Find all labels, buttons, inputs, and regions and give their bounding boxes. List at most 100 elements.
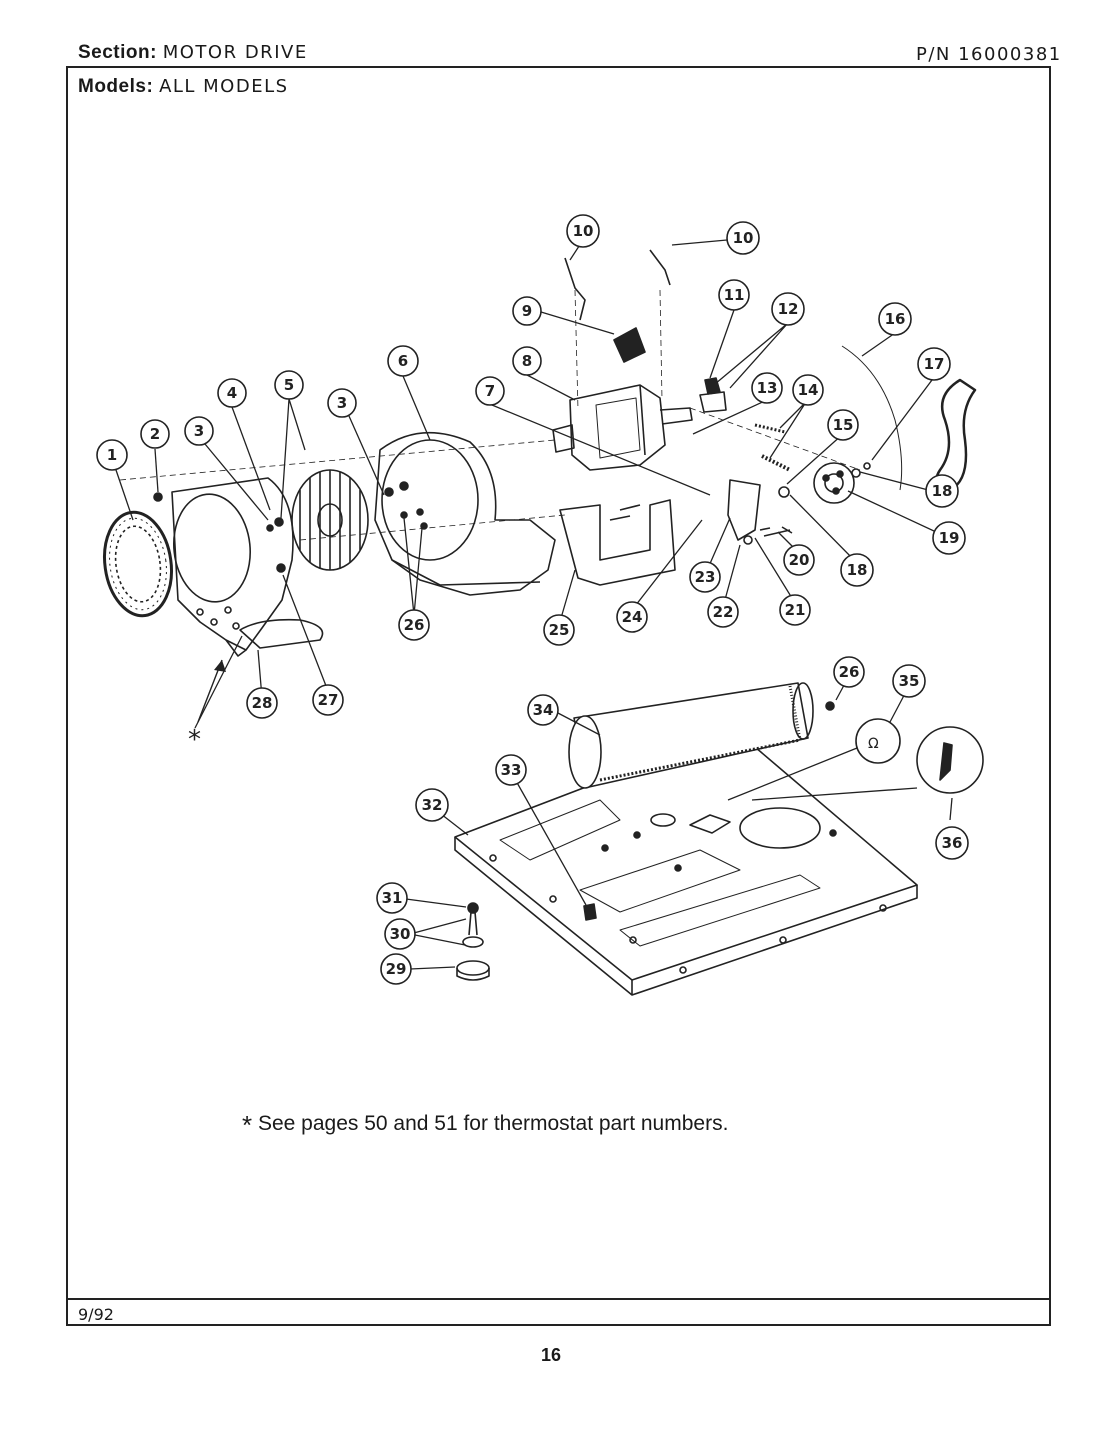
callout-13: 13 [751,372,783,404]
svg-text:11: 11 [724,286,745,304]
svg-text:8: 8 [522,352,532,370]
svg-text:20: 20 [789,551,810,569]
models-value: ALL MODELS [159,76,289,97]
blower-wheel [291,469,369,571]
heater-screw [825,701,835,711]
callout-16: 16 [878,302,912,336]
callout-23: 23 [689,561,721,593]
svg-text:Ω: Ω [868,736,879,752]
svg-text:25: 25 [549,621,570,639]
callout-32: 32 [415,788,449,822]
callout-6: 6 [387,345,419,377]
svg-text:26: 26 [404,616,425,634]
callout-8: 8 [512,346,542,376]
base-clip [583,903,597,921]
callout-26a: 26 [398,609,430,641]
svg-text:35: 35 [899,672,920,690]
callout-24: 24 [616,601,648,633]
leveling-leg [456,902,490,981]
svg-text:3: 3 [194,422,204,440]
callout-27: 27 [312,684,344,716]
svg-text:31: 31 [382,889,403,907]
models-label: Models: [78,76,154,97]
callout-7: 7 [475,376,505,406]
drum-edge [841,345,903,491]
section-heading: Section: MOTOR DRIVE [78,42,308,64]
svg-text:14: 14 [798,381,819,399]
fasteners-blower [153,481,428,573]
motor-clips [564,249,671,321]
callout-20: 20 [783,544,815,576]
page-number: 16 [541,1345,562,1365]
base-holes [489,829,887,974]
svg-text:26: 26 [839,663,860,681]
svg-text:18: 18 [932,482,953,500]
callout-35: 35 [892,664,926,698]
thermal-fuse: Ω [855,718,901,764]
wire-terminal [916,726,984,794]
svg-text:16: 16 [885,310,906,328]
footnote-text: See pages 50 and 51 for thermostat part … [257,1112,729,1135]
revision-date: 9/92 [78,1305,114,1324]
svg-text:6: 6 [398,352,408,370]
svg-text:15: 15 [833,416,854,434]
callout-labels: 1 2 3 3 4 5 6 7 8 9 10 10 11 12 13 14 15… [96,214,969,985]
svg-text:10: 10 [733,229,754,247]
motor-switch [613,327,646,363]
callout-31: 31 [376,882,408,914]
callout-28: 28 [246,687,278,719]
svg-text:2: 2 [150,425,160,443]
callout-33: 33 [495,754,527,786]
footnote-marker: * [242,1110,253,1140]
callout-5: 5 [274,370,304,400]
callout-3b: 3 [327,388,357,418]
callout-36: 36 [935,826,969,860]
svg-text:19: 19 [939,529,960,547]
callout-22: 22 [707,596,739,628]
callout-34: 34 [527,694,559,726]
callout-18b: 18 [840,553,874,587]
svg-text:18: 18 [847,561,868,579]
callout-18a: 18 [925,474,959,508]
section-value: MOTOR DRIVE [162,42,308,63]
callout-26b: 26 [833,656,865,688]
svg-text:12: 12 [778,300,799,318]
svg-text:27: 27 [318,691,339,709]
callout-30: 30 [384,918,416,950]
svg-text:29: 29 [386,960,407,978]
callout-2: 2 [140,419,170,449]
alignment-lines [119,289,861,541]
svg-text:4: 4 [227,384,237,402]
callout-19: 19 [932,521,966,555]
blower-housing-front [171,477,294,657]
svg-text:7: 7 [485,382,495,400]
callout-15: 15 [827,409,859,441]
svg-text:13: 13 [757,379,778,397]
callout-11: 11 [718,279,750,311]
callout-4: 4 [217,378,247,408]
callout-3a: 3 [184,416,214,446]
svg-text:3: 3 [337,394,347,412]
svg-text:1: 1 [107,446,117,464]
models-heading: Models: ALL MODELS [78,76,289,98]
svg-text:5: 5 [284,376,294,394]
callout-10b: 10 [726,221,760,255]
callout-21: 21 [779,594,811,626]
drum-drive-belt [935,378,977,492]
thermostat-footnote: * See pages 50 and 51 for thermostat par… [242,1110,728,1141]
svg-text:36: 36 [942,834,963,852]
svg-text:21: 21 [785,601,806,619]
svg-text:28: 28 [252,694,273,712]
svg-text:33: 33 [501,761,522,779]
svg-text:34: 34 [533,701,554,719]
callout-29: 29 [380,953,412,985]
svg-text:23: 23 [695,568,716,586]
svg-text:9: 9 [522,302,532,320]
leader-lines [115,239,953,970]
callout-14: 14 [792,374,824,406]
svg-text:22: 22 [713,603,734,621]
heater-element [568,682,814,789]
svg-text:10: 10 [573,222,594,240]
callout-17: 17 [917,347,951,381]
